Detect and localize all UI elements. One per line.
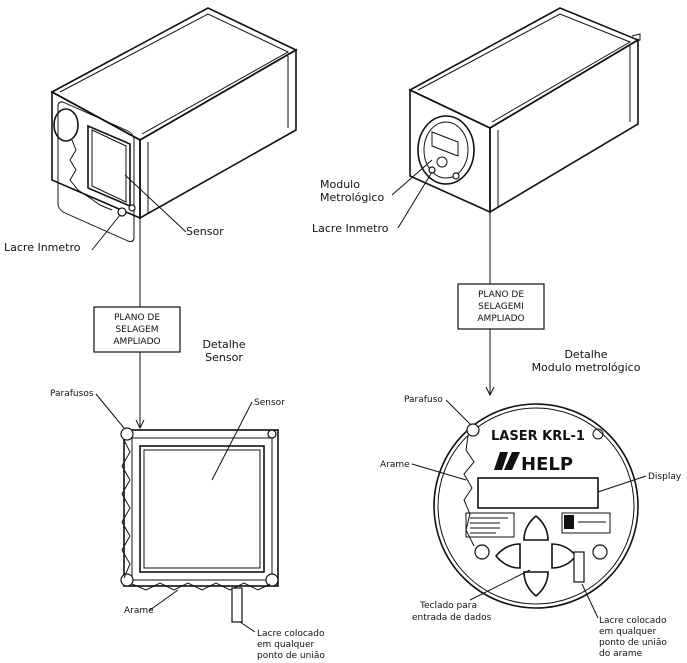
key-left bbox=[494, 543, 521, 569]
screw-top-left bbox=[120, 427, 134, 441]
module-detail-face: LASER KRL-1 HELP bbox=[433, 403, 639, 609]
left-sensor-label: Sensor bbox=[186, 225, 224, 238]
right-modulo-label-2: Metrológico bbox=[320, 191, 384, 204]
right-box-line-3: AMPLIADO bbox=[477, 314, 524, 324]
screw-bottom-left bbox=[120, 573, 134, 587]
right-parafuso-label: Parafuso bbox=[404, 395, 443, 405]
module-screw-bottom-left bbox=[474, 544, 490, 560]
left-lacre-leader bbox=[91, 214, 121, 251]
right-lacre-note-3: ponto de união bbox=[599, 638, 667, 648]
screw-bottom-right bbox=[265, 573, 279, 587]
key-right bbox=[551, 543, 578, 569]
left-device-housing bbox=[50, 7, 298, 243]
info-plate-right bbox=[561, 512, 611, 534]
right-teclado-1: Teclado para bbox=[419, 601, 477, 611]
info-plate-left bbox=[465, 512, 515, 538]
right-box-line-1: PLANO DE bbox=[478, 290, 524, 300]
right-detail-title-2: Modulo metrológico bbox=[532, 361, 641, 374]
left-lacre-note-2: em qualquer bbox=[257, 640, 315, 650]
left-parafusos-label: Parafusos bbox=[50, 389, 94, 399]
module-seal bbox=[573, 551, 585, 583]
module-screw-top bbox=[466, 423, 480, 437]
right-lacre-note-4: do arame bbox=[599, 649, 643, 659]
left-plane-box bbox=[93, 306, 181, 353]
left-sensor-leader bbox=[124, 174, 187, 233]
key-down bbox=[523, 571, 549, 598]
module-screw-top-right bbox=[592, 428, 604, 440]
right-detail-title-1: Detalhe bbox=[564, 348, 607, 361]
device-name: LASER KRL-1 bbox=[491, 429, 585, 444]
left-lacre-note-3: ponto de união bbox=[257, 651, 325, 661]
help-logo-mark-icon bbox=[494, 452, 520, 470]
module-display bbox=[477, 477, 599, 509]
right-box-line-2: SELAGEMI bbox=[478, 302, 524, 312]
right-lacre-inmetro-label: Lacre Inmetro bbox=[312, 222, 389, 235]
left-box-line-2: SELAGEM bbox=[115, 325, 158, 335]
right-display-label: Display bbox=[648, 472, 682, 482]
left-box-line-1: PLANO DE bbox=[114, 313, 160, 323]
right-teclado-2: entrada de dados bbox=[412, 613, 492, 623]
right-lacre-note-2: em qualquer bbox=[599, 627, 657, 637]
left-sensor-detail-label: Sensor bbox=[254, 398, 285, 408]
brand-name: HELP bbox=[521, 454, 573, 475]
right-device-housing bbox=[408, 7, 641, 214]
right-plane-box bbox=[457, 283, 545, 330]
right-lacre-note-1: Lacre colocado bbox=[599, 616, 667, 626]
screw-top-right bbox=[267, 429, 277, 439]
key-up bbox=[523, 514, 549, 541]
left-detail-title-1: Detalhe bbox=[202, 338, 245, 351]
left-detail-title-2: Sensor bbox=[205, 351, 243, 364]
left-lacre-inmetro-label: Lacre Inmetro bbox=[4, 241, 81, 254]
left-arame-label: Arame bbox=[124, 606, 154, 616]
sensor-seal bbox=[231, 587, 243, 623]
right-arame-label: Arame bbox=[380, 460, 410, 470]
inmetro-logo-icon bbox=[564, 515, 574, 529]
module-screw-bottom-right bbox=[592, 544, 608, 560]
left-lacre-note-1: Lacre colocado bbox=[257, 629, 325, 639]
right-modulo-label-1: Modulo bbox=[320, 178, 360, 191]
sensor-detail-plate bbox=[120, 427, 279, 623]
left-box-line-3: AMPLIADO bbox=[113, 337, 160, 347]
